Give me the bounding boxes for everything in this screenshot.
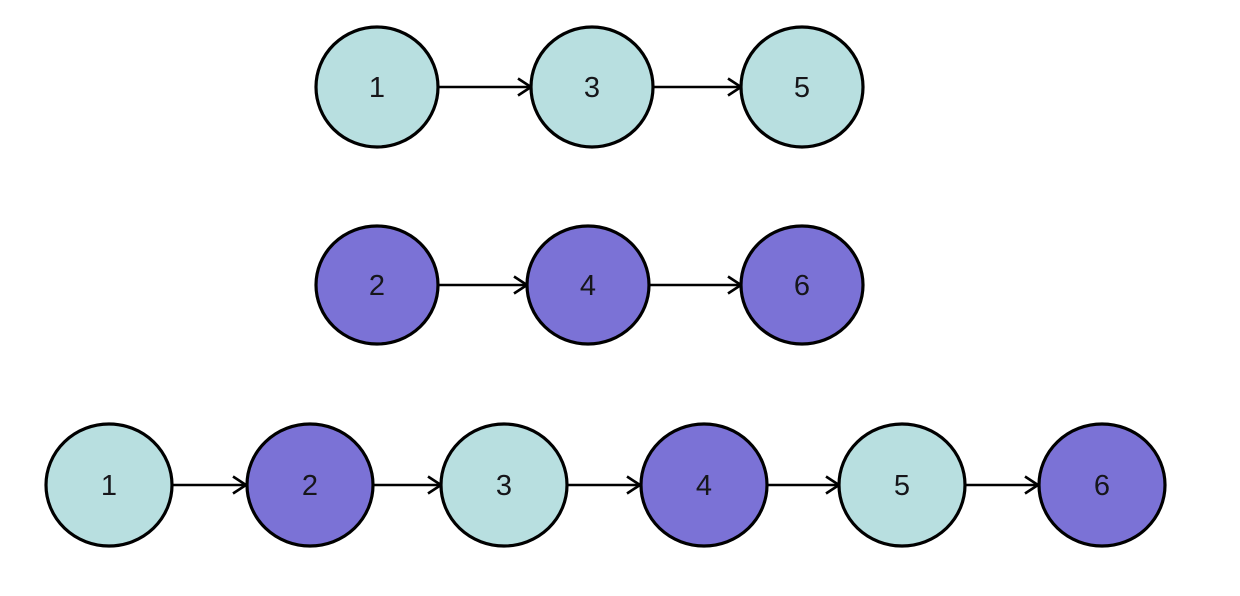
node-label: 2 [369, 270, 385, 302]
node-shape [837, 422, 967, 548]
node-label: 4 [696, 470, 712, 502]
node-label: 5 [894, 470, 910, 502]
node-label: 3 [496, 470, 512, 502]
node-shape [639, 422, 769, 548]
node-shape [525, 224, 651, 346]
node-shape [739, 224, 865, 346]
graph-node-r3-n3[interactable]: 3 [439, 422, 569, 548]
graph-row-odd-chain: 1 3 5 [314, 25, 865, 149]
graph-node-r3-n1[interactable]: 1 [44, 422, 174, 548]
node-shape [739, 25, 865, 149]
graph-node-r1-n5[interactable]: 5 [739, 25, 865, 149]
node-shape [44, 422, 174, 548]
graph-node-r2-n4[interactable]: 4 [525, 224, 651, 346]
node-label: 5 [794, 72, 810, 104]
node-shape [245, 422, 375, 548]
graph-rows-layer: 1 3 5 2 4 6 1 2 3 4 5 6 [44, 25, 1167, 548]
graph-node-r1-n1[interactable]: 1 [314, 25, 440, 149]
graph-node-r3-n5[interactable]: 5 [837, 422, 967, 548]
node-shape [314, 224, 440, 346]
node-shape [439, 422, 569, 548]
node-label: 6 [1094, 470, 1110, 502]
node-shape [314, 25, 440, 149]
graph-node-r3-n4[interactable]: 4 [639, 422, 769, 548]
node-shape [1037, 422, 1167, 548]
node-label: 2 [302, 470, 318, 502]
node-label: 3 [584, 72, 600, 104]
graph-node-r3-n2[interactable]: 2 [245, 422, 375, 548]
graph-node-r3-n6[interactable]: 6 [1037, 422, 1167, 548]
graph-row-full-chain: 1 2 3 4 5 6 [44, 422, 1167, 548]
graph-node-r2-n6[interactable]: 6 [739, 224, 865, 346]
graph-row-even-chain: 2 4 6 [314, 224, 865, 346]
graph-node-r1-n3[interactable]: 3 [529, 25, 655, 149]
node-label: 1 [369, 72, 385, 104]
node-label: 6 [794, 270, 810, 302]
graph-node-r2-n2[interactable]: 2 [314, 224, 440, 346]
node-shape [529, 25, 655, 149]
node-label: 1 [101, 470, 117, 502]
node-label: 4 [580, 270, 596, 302]
